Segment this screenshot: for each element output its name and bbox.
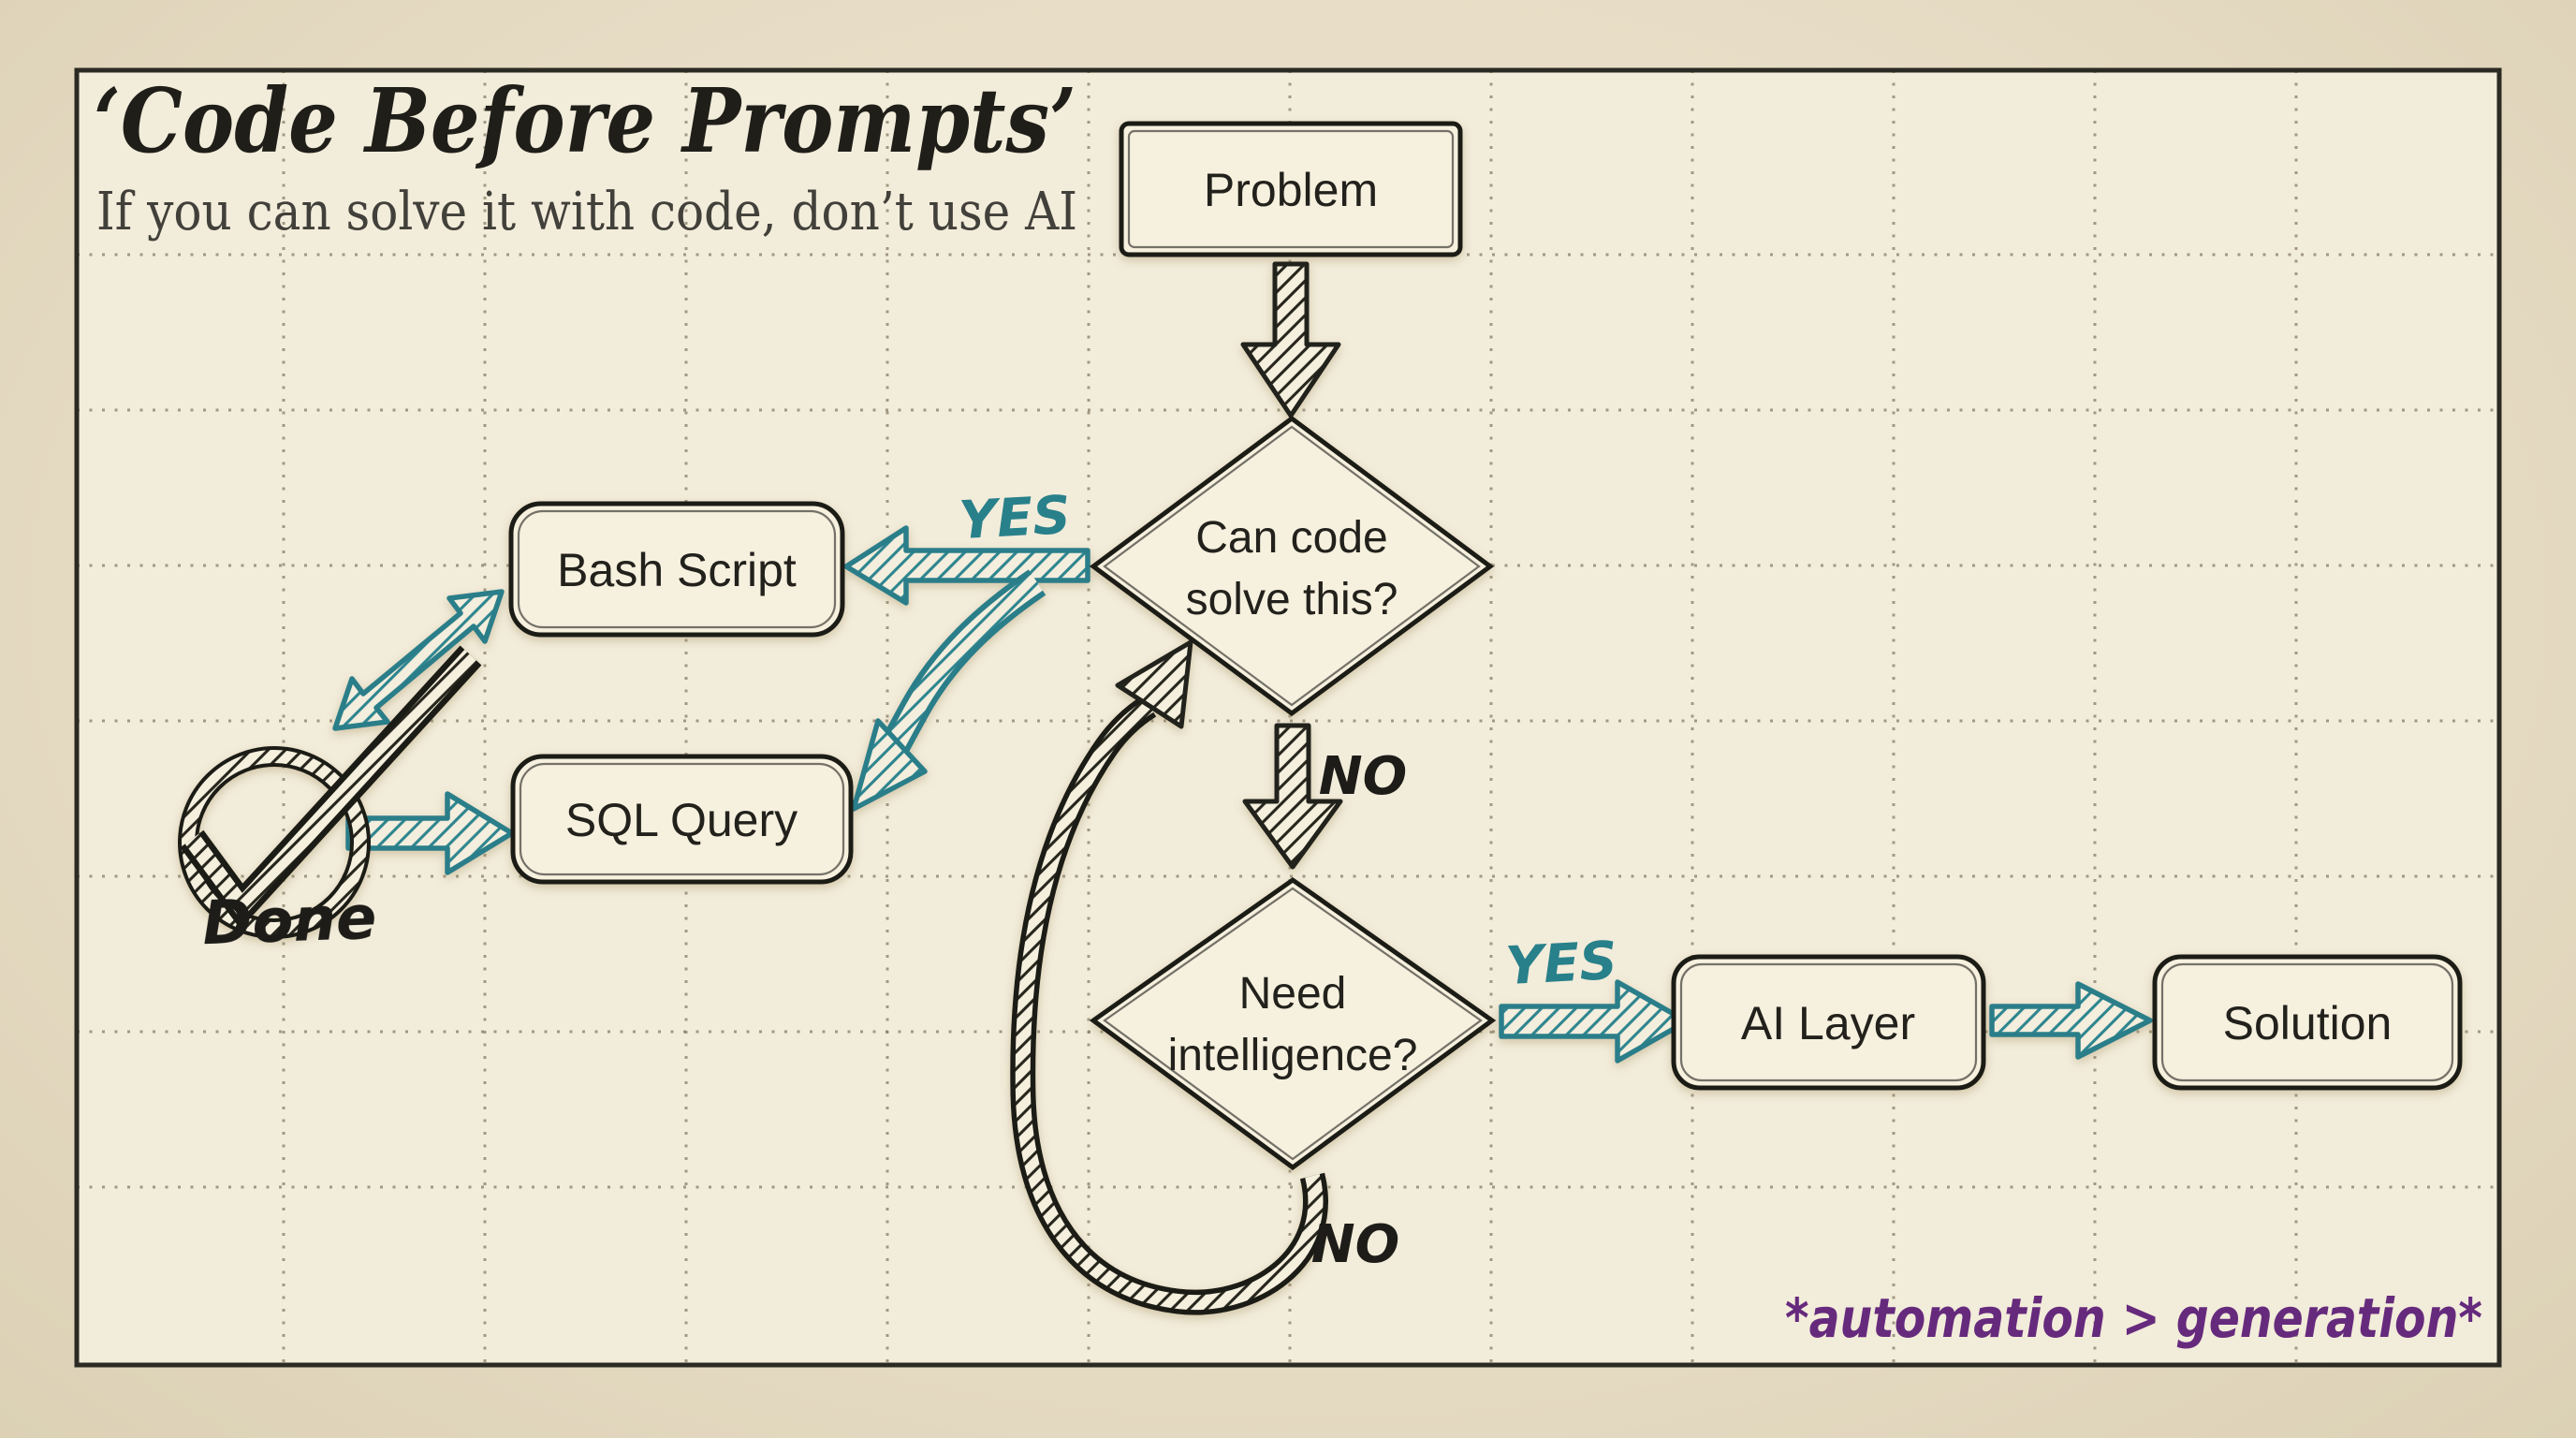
node-decision-need-intelligence [1089, 876, 1497, 1171]
arrow-ai-to-solution [1989, 981, 2153, 1060]
solution-label: Solution [2223, 997, 2393, 1049]
yes-label-decision2: YES [1504, 931, 1618, 997]
grid [77, 70, 2499, 1365]
arrow-yes-to-bash [843, 525, 1090, 606]
no-loop-arrowhead-icon [1115, 639, 1193, 729]
page-subtitle: If you can solve it with code, don’t use… [96, 182, 1077, 242]
no-label-decision2: NO [1311, 1214, 1399, 1275]
decision2-label-line2: intelligence? [1168, 1031, 1418, 1080]
node-decision-can-code [1089, 415, 1495, 717]
sql-query-label: SQL Query [565, 794, 798, 846]
node-solution [2152, 954, 2463, 1091]
decision1-label-line2: solve this? [1186, 575, 1398, 624]
no-label-decision1: NO [1319, 746, 1407, 807]
node-bash-script [508, 501, 845, 638]
node-problem [1119, 121, 1463, 257]
arrow-no-loop [1010, 639, 1328, 1315]
arrow-done-bash-double [332, 589, 505, 731]
slide-frame [74, 67, 2502, 1368]
done-label: Done [201, 884, 378, 959]
arrow-yes-branch-to-sql [851, 569, 1046, 812]
node-sql-query [510, 754, 854, 885]
yes-label-decision1: YES [958, 485, 1072, 551]
ai-layer-label: AI Layer [1741, 997, 1915, 1049]
bash-script-label: Bash Script [557, 544, 797, 596]
arrow-decision1-to-decision2 [1242, 723, 1343, 870]
decision2-label-line1: Need [1239, 969, 1347, 1019]
footnote: *automation > generation* [1785, 1286, 2482, 1350]
node-ai-layer [1671, 954, 1986, 1091]
done-check-icon [178, 645, 482, 939]
problem-label: Problem [1204, 164, 1378, 216]
page-title: ‘Code Before Prompts’ [94, 69, 1076, 173]
arrow-yes-to-ai [1499, 979, 1690, 1064]
decision1-label-line1: Can code [1195, 513, 1387, 563]
branch-arrowhead-icon [851, 718, 928, 812]
arrow-problem-to-decision1 [1240, 261, 1341, 418]
